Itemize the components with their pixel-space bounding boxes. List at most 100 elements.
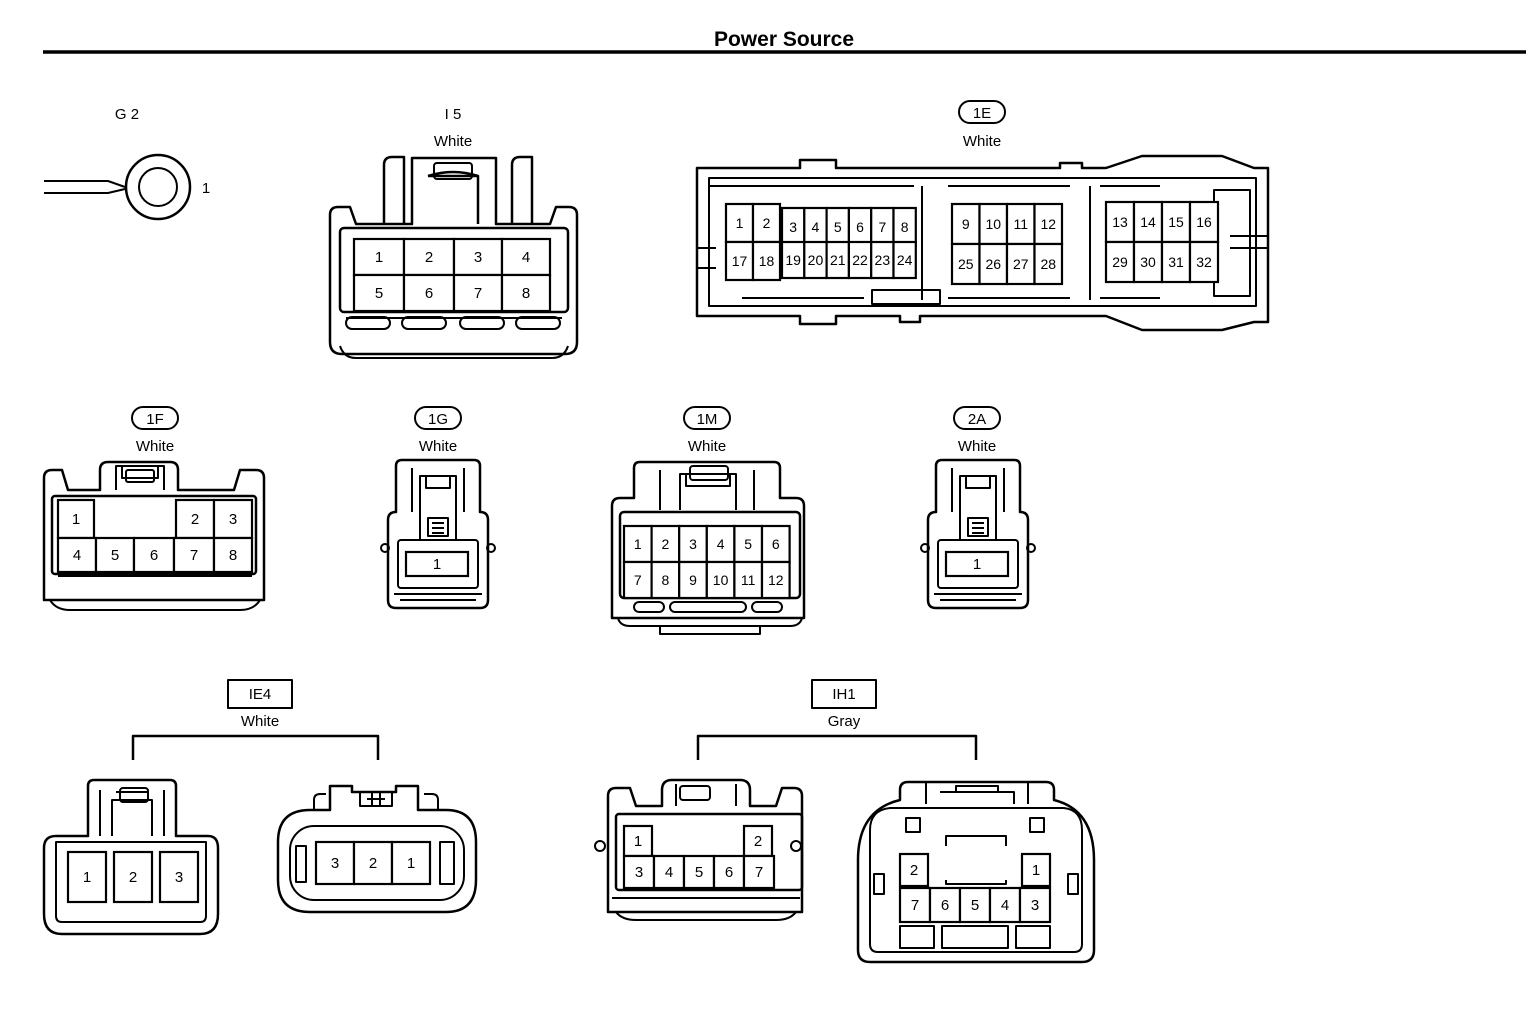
pin-cell [500, 237, 552, 277]
pin-cell [760, 524, 791, 564]
connector-code: 1E [973, 105, 991, 122]
pin-number: 6 [772, 536, 780, 552]
pin-grid: 1 [944, 550, 1010, 578]
key-slot [1015, 925, 1051, 949]
connector-code: IH1 [832, 686, 855, 703]
key-slot [515, 316, 561, 330]
connector-face [614, 812, 804, 892]
pin-cell [988, 886, 1022, 924]
side-latch [1026, 543, 1036, 553]
pin-number: 4 [522, 249, 530, 266]
connector-lock [115, 465, 165, 490]
pin-number: 5 [744, 536, 752, 552]
pin-number: 1 [375, 249, 383, 266]
side-latch [790, 840, 802, 852]
pin-number: 2 [754, 833, 762, 850]
pin-number: 23 [875, 252, 891, 268]
pin-cell [978, 202, 1009, 246]
pin-number: 19 [785, 252, 801, 268]
connector-color: White [419, 438, 457, 455]
housing-rim [394, 593, 482, 601]
pin-cell [898, 852, 930, 888]
pin-cell [705, 560, 736, 600]
pin-number: 24 [897, 252, 913, 268]
lock-tab-lines [432, 522, 444, 534]
pin-cell [1033, 242, 1064, 286]
pin-cell [352, 273, 406, 313]
pin-cell [94, 536, 136, 574]
pin-number: 8 [901, 219, 909, 235]
pin-grid: 1 [404, 550, 470, 578]
connector-housing-male [42, 778, 220, 936]
pin-number: 7 [634, 572, 642, 588]
connector-lock [411, 468, 465, 540]
pin-number: 7 [474, 285, 482, 302]
housing-rim [934, 593, 1022, 601]
pin-cell [760, 560, 791, 600]
pin-number: 1 [1032, 862, 1040, 879]
pin-number: 8 [662, 572, 670, 588]
side-latch [486, 543, 496, 553]
pin-number: 17 [732, 253, 748, 269]
pin-number: 3 [635, 864, 643, 881]
side-slot [873, 873, 885, 895]
housing-rim [55, 841, 207, 923]
connector-color: White [963, 133, 1001, 150]
pin-cell [402, 237, 456, 277]
code-badge [414, 406, 462, 430]
connector-housing [610, 460, 806, 620]
pin-number: 1 [634, 536, 642, 552]
connector-lock [99, 790, 165, 836]
connector-code: I 5 [445, 106, 462, 123]
connector-color: White [241, 713, 279, 730]
pin-number: 3 [229, 511, 237, 528]
pin-cell [678, 524, 708, 564]
pin-number: 2 [910, 862, 918, 879]
side-slot [295, 845, 307, 883]
pin-number: 2 [129, 869, 137, 886]
corner-tab [1029, 817, 1045, 833]
connector-lock [945, 835, 1007, 885]
code-box [227, 679, 293, 709]
pin-number: 20 [808, 252, 824, 268]
pin-number: 26 [985, 256, 1001, 272]
pin-cell [390, 840, 432, 886]
pin-number: 7 [878, 219, 886, 235]
pin-number: 4 [717, 536, 725, 552]
pin-number: 2 [369, 855, 377, 872]
pin-number: 31 [1168, 254, 1184, 270]
pin-cell [1033, 202, 1064, 246]
housing-rim [49, 575, 261, 611]
pin-number: 4 [1001, 897, 1009, 914]
pin-number: 2 [191, 511, 199, 528]
connector-housing [42, 460, 266, 602]
pin-number: 10 [985, 216, 1001, 232]
connector-housing [695, 154, 1270, 332]
connector-lock [313, 793, 439, 810]
connector-color: White [434, 133, 472, 150]
pin-number: 5 [375, 285, 383, 302]
pin-cell [724, 240, 755, 282]
pin-number: 22 [852, 252, 868, 268]
housing-detail [697, 189, 1268, 305]
pin-number: 13 [1112, 214, 1128, 230]
pin-cell [622, 524, 653, 564]
pin-number: 10 [713, 572, 729, 588]
pin-number: 4 [665, 864, 673, 881]
pin-cell [112, 850, 154, 904]
pin-number: 6 [150, 547, 158, 564]
pin-number: 3 [1031, 897, 1039, 914]
connector-color: White [136, 438, 174, 455]
pin-number: 7 [911, 897, 919, 914]
pin-number: 1 [973, 556, 981, 573]
ground-wire [44, 180, 126, 194]
connector-code: 1G [428, 411, 448, 428]
key-slot [751, 601, 783, 613]
